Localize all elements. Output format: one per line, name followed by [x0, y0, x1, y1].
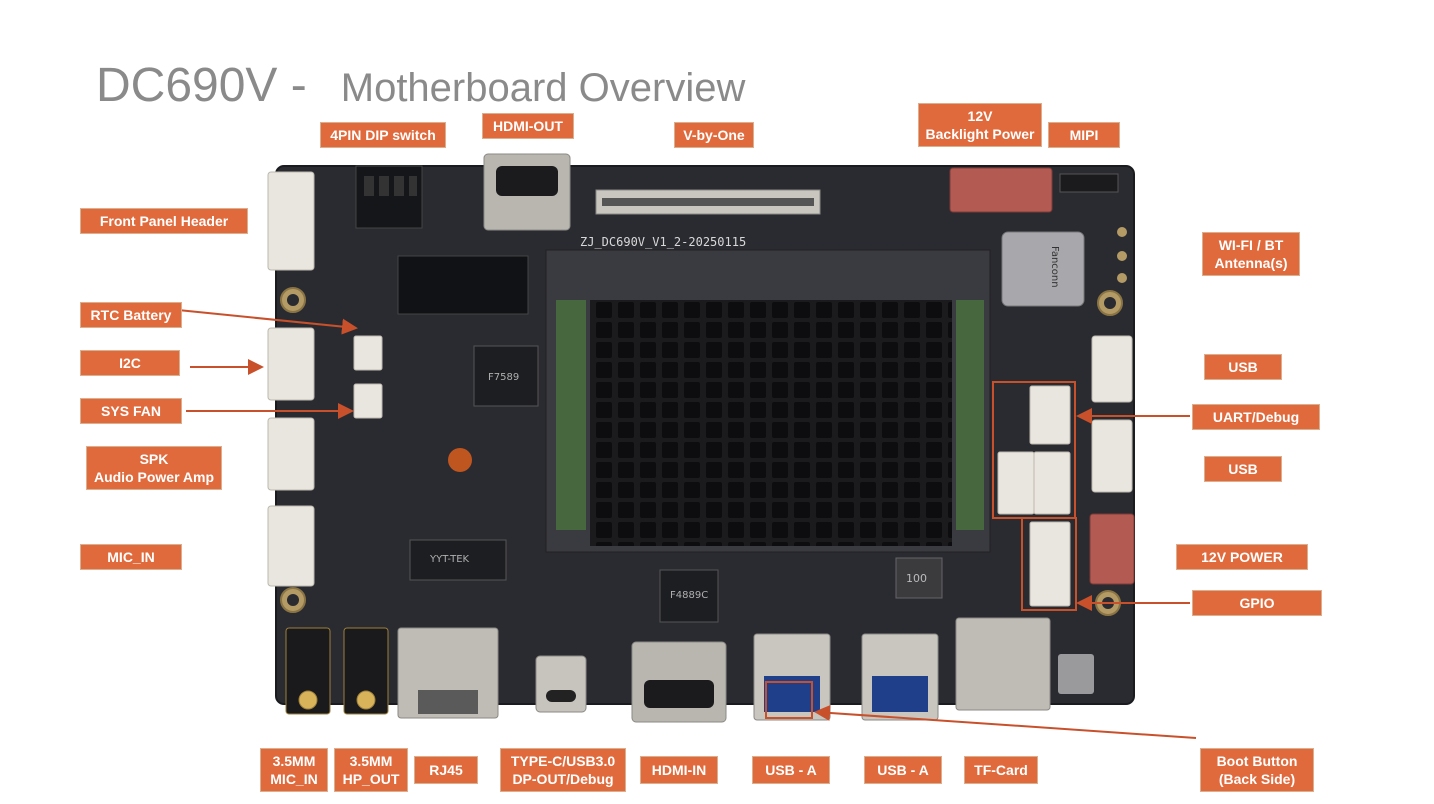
label-boot-button: Boot Button(Back Side)	[1200, 748, 1314, 792]
front-panel-connector	[267, 171, 315, 271]
svg-text:100: 100	[906, 572, 927, 585]
wifi-module	[1001, 231, 1085, 307]
label-12v-power: 12V POWER	[1176, 544, 1308, 570]
chip-f7589	[473, 345, 539, 407]
heatsink	[590, 300, 952, 546]
mic-jack	[285, 627, 331, 715]
inductor	[895, 557, 943, 599]
arrow-boot	[814, 704, 1197, 739]
label-usb-mid: USB	[1204, 456, 1282, 482]
hp-jack	[343, 627, 389, 715]
white-connector	[997, 451, 1035, 515]
wifi-module-brand: Fanconn	[1049, 246, 1060, 288]
usb-header-mid	[1091, 419, 1133, 493]
usb-header-top	[1091, 335, 1133, 403]
label-mipi: MIPI	[1048, 122, 1120, 148]
uart-connector	[1029, 385, 1071, 445]
label-i2c: I2C	[80, 350, 180, 376]
label-usb-a-2: USB - A	[864, 756, 942, 784]
label-gpio: GPIO	[1192, 590, 1322, 616]
gpio-connector	[1029, 521, 1071, 607]
page-title: DC690V - Motherboard Overview	[96, 58, 745, 113]
board-silkscreen: ZJ_DC690V_V1_2-20250115	[580, 235, 746, 249]
label-dip-switch: 4PIN DIP switch	[320, 122, 446, 148]
label-usb-a-1: USB - A	[752, 756, 830, 784]
mic-in-connector	[267, 505, 315, 587]
dip-switch	[355, 165, 423, 229]
rtc-connector	[353, 335, 383, 371]
label-front-panel-header: Front Panel Header	[80, 208, 248, 234]
label-sys-fan: SYS FAN	[80, 398, 182, 424]
m2-slot	[397, 255, 529, 315]
power-12v-connector	[1089, 513, 1135, 585]
label-usb-top: USB	[1204, 354, 1282, 380]
typec-port	[535, 655, 587, 713]
chip-f4889c	[659, 569, 719, 623]
label-rtc-battery: RTC Battery	[80, 302, 182, 328]
boot-button-highlight	[765, 681, 813, 719]
label-tf-card: TF-Card	[964, 756, 1038, 784]
title-model: DC690V -	[96, 59, 307, 112]
copper-standoff	[448, 448, 472, 472]
label-rj45: RJ45	[414, 756, 478, 784]
label-hdmi-out: HDMI-OUT	[482, 113, 574, 139]
arrow-rtc	[177, 309, 358, 335]
label-hdmi-in: HDMI-IN	[640, 756, 718, 784]
svg-text:F4889C: F4889C	[670, 590, 708, 601]
svg-text:YYT-TEK: YYT-TEK	[429, 554, 470, 565]
button-component	[1058, 654, 1094, 694]
i2c-connector	[267, 327, 315, 401]
label-uart-debug: UART/Debug	[1192, 404, 1320, 430]
svg-text:F7589: F7589	[488, 372, 519, 383]
spk-connector	[267, 417, 315, 491]
net-chip	[409, 539, 507, 581]
label-mic-in: MIC_IN	[80, 544, 182, 570]
mipi-connector	[1059, 173, 1119, 193]
label-vbyone: V-by-One	[674, 122, 754, 148]
backlight-power-connector	[949, 167, 1053, 213]
gpio-highlight	[1021, 517, 1077, 611]
tf-card-slot	[955, 617, 1051, 711]
white-connector	[1033, 451, 1071, 515]
title-subtitle: Motherboard Overview	[340, 66, 746, 110]
sys-fan-connector	[353, 383, 383, 419]
